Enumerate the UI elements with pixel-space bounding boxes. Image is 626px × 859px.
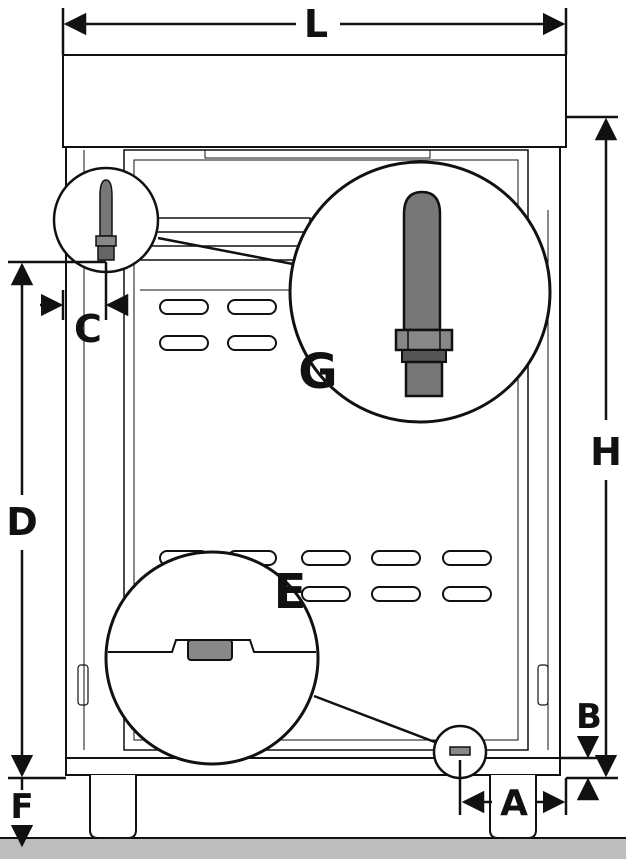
- label-d: D: [6, 500, 38, 544]
- outlet-small: [449, 746, 471, 756]
- dimension-l: [61, 8, 568, 55]
- outlet-large: [187, 639, 233, 661]
- label-g: G: [298, 344, 337, 400]
- cabinet-base: [65, 758, 561, 776]
- worktop: [62, 54, 567, 148]
- dimension-c: [40, 262, 129, 320]
- dimension-h: [566, 115, 618, 780]
- label-h: H: [590, 430, 622, 474]
- label-e: E: [274, 564, 307, 620]
- dimension-b: [560, 735, 600, 801]
- g-leader-line: [157, 236, 299, 267]
- gas-inlet-callout-small: [52, 166, 160, 274]
- e-leader-line: [313, 694, 441, 746]
- dimension-d: [8, 260, 106, 780]
- left-foot: [89, 775, 137, 839]
- gas-hose-large: [402, 190, 442, 332]
- right-foot: [489, 775, 537, 839]
- label-f: F: [10, 787, 33, 827]
- label-b: B: [576, 697, 602, 737]
- floor: [0, 838, 626, 859]
- outlet-callout-large: [104, 550, 320, 766]
- gas-hose-small: [99, 179, 113, 237]
- label-a: A: [500, 783, 528, 824]
- back-panel: [123, 149, 529, 751]
- cabinet-outline: [65, 147, 561, 759]
- dimension-a: [458, 760, 568, 815]
- gas-inlet-callout-large: [288, 160, 552, 424]
- label-c: C: [74, 307, 102, 351]
- cooker-body: [62, 54, 567, 839]
- label-l: L: [304, 2, 328, 46]
